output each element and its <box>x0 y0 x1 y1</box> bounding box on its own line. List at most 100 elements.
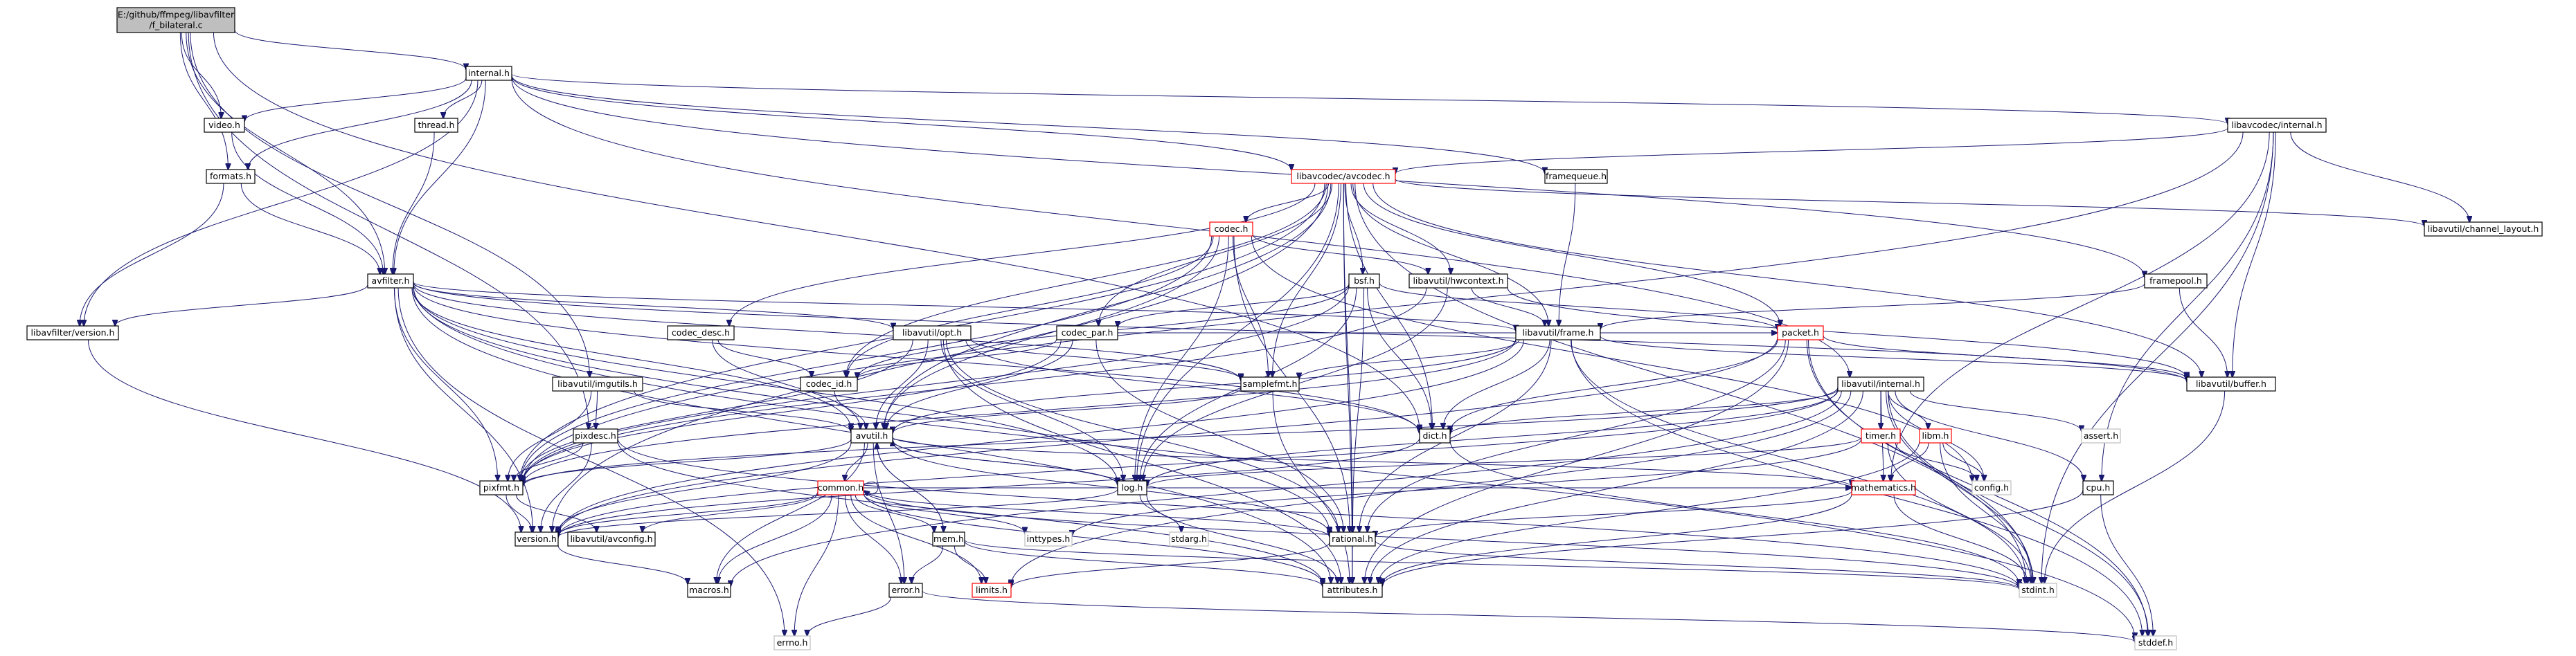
edge-common-to-inttypes <box>863 493 1025 533</box>
node-framequeue[interactable]: framequeue.h <box>1544 169 1608 184</box>
node-root[interactable]: E:/github/ffmpeg/libavfilter/f_bilateral… <box>116 7 235 33</box>
node-bsf[interactable]: bsf.h <box>1348 273 1380 289</box>
node-label: libavutil/hwcontext.h <box>1413 275 1503 286</box>
node-framepool[interactable]: framepool.h <box>2144 273 2208 289</box>
node-mem[interactable]: mem.h <box>932 531 965 547</box>
node-avcodec[interactable]: libavcodec/avcodec.h <box>1291 169 1396 184</box>
node-pixdesc[interactable]: pixdesc.h <box>573 428 618 444</box>
node-avfilter[interactable]: avfilter.h <box>367 273 414 289</box>
edge-root-to-pixdesc <box>188 32 589 429</box>
edge-avutil-to-macros <box>717 442 865 583</box>
edge-avfilter-to-log <box>413 287 1118 484</box>
edge-mem-to-avutil <box>877 443 945 533</box>
edge-samplefmt-to-attributes <box>1272 390 1350 583</box>
edge-thread-to-avfilter <box>393 131 435 274</box>
edge-libm-to-config <box>1942 442 1984 481</box>
edge-lavu_internal-to-version <box>558 389 1839 536</box>
edge-common-to-macros <box>718 494 832 583</box>
edge-avcodec-to-frame <box>1352 183 1549 326</box>
node-common[interactable]: common.h <box>817 480 864 495</box>
node-label: codec_desc.h <box>672 327 730 338</box>
node-cpu[interactable]: cpu.h <box>2082 480 2114 495</box>
node-version[interactable]: version.h <box>515 531 559 547</box>
node-label: inttypes.h <box>1027 534 1071 544</box>
edge-codec-to-hwcontext <box>1252 233 1428 274</box>
node-internal[interactable]: internal.h <box>465 66 512 81</box>
edge-hwcontext-to-frame <box>1471 287 1545 326</box>
node-opt[interactable]: libavutil/opt.h <box>893 325 972 340</box>
edge-error-to-stddef <box>922 590 2135 642</box>
edge-imgutils-to-avutil <box>634 390 851 432</box>
node-label: /f_bilateral.c <box>149 20 202 30</box>
node-macros[interactable]: macros.h <box>687 583 731 598</box>
edge-packet-to-buffer <box>1823 335 2187 379</box>
node-video[interactable]: video.h <box>204 118 245 133</box>
edge-avfilter-to-opt <box>413 282 893 329</box>
node-assert: assert.h <box>2081 428 2121 444</box>
node-codec-desc[interactable]: codec_desc.h <box>667 325 735 340</box>
edge-frame-to-samplefmt <box>1299 339 1520 379</box>
node-label: errno.h <box>777 637 808 648</box>
edge-internal-to-framequeue <box>511 75 1545 174</box>
edge-frame-to-dict <box>1443 339 1550 429</box>
edge-opt-to-dict <box>965 339 1420 432</box>
node-buffer[interactable]: libavutil/buffer.h <box>2186 376 2276 392</box>
edge-avfilter-to-frame <box>413 282 1516 331</box>
edge-error-to-errno <box>807 596 891 636</box>
edge-avcodec-to-avutil <box>884 183 1332 429</box>
node-lavc-internal[interactable]: libavcodec/internal.h <box>2227 118 2327 133</box>
edge-root-to-video <box>181 32 221 118</box>
node-label: avutil.h <box>856 430 888 441</box>
node-label: libavcodec/avcodec.h <box>1296 171 1390 181</box>
edge-version-to-macros <box>557 545 688 584</box>
node-error[interactable]: error.h <box>888 583 923 598</box>
edge-bsf-to-rational <box>1352 287 1365 532</box>
node-label: libavutil/imgutils.h <box>557 379 638 389</box>
node-hwcontext[interactable]: libavutil/hwcontext.h <box>1408 273 1508 289</box>
node-imgutils[interactable]: libavutil/imgutils.h <box>552 376 643 392</box>
node-channel-layout[interactable]: libavutil/channel_layout.h <box>2424 221 2543 237</box>
edge-pixdesc-to-version <box>541 442 592 532</box>
node-samplefmt[interactable]: samplefmt.h <box>1240 376 1300 392</box>
node-limits[interactable]: limits.h <box>972 583 1012 598</box>
edges-layer <box>80 30 2469 641</box>
edge-common-to-version <box>558 491 819 536</box>
node-codec[interactable]: codec.h <box>1209 221 1253 237</box>
node-libm[interactable]: libm.h <box>1919 428 1952 444</box>
edge-avfilter-to-version <box>394 287 533 532</box>
node-rational[interactable]: rational.h <box>1329 531 1376 547</box>
edge-avutil-to-error <box>873 442 904 583</box>
node-dict[interactable]: dict.h <box>1419 428 1451 444</box>
edge-rational-to-stdint <box>1375 540 2019 589</box>
edge-avcodec-to-hwcontext <box>1350 183 1451 274</box>
edge-timer-to-inttypes <box>1072 438 1862 536</box>
edge-lavu_internal-to-pixfmt <box>523 387 1839 486</box>
node-label: avfilter.h <box>372 275 410 286</box>
node-codec-par[interactable]: codec_par.h <box>1056 325 1118 340</box>
node-codec-id[interactable]: codec_id.h <box>800 376 858 392</box>
node-lavu-internal[interactable]: libavutil/internal.h <box>1837 376 1924 392</box>
edge-pixfmt-to-avconfig <box>515 494 596 532</box>
node-timer[interactable]: timer.h <box>1861 428 1901 444</box>
node-formats[interactable]: formats.h <box>206 169 256 184</box>
node-label: mathematics.h <box>1851 482 1916 493</box>
edge-codec_par-to-pixfmt <box>523 339 1062 482</box>
node-frame[interactable]: libavutil/frame.h <box>1515 325 1601 340</box>
node-label: video.h <box>208 120 240 130</box>
node-attributes[interactable]: attributes.h <box>1322 583 1383 598</box>
node-avconfig[interactable]: libavutil/avconfig.h <box>567 531 656 547</box>
edge-frame-to-rational <box>1359 339 1552 532</box>
edge-internal-to-thread <box>443 80 483 118</box>
node-avutil[interactable]: avutil.h <box>850 428 893 444</box>
node-mathematics[interactable]: mathematics.h <box>1851 480 1916 495</box>
node-pixfmt[interactable]: pixfmt.h <box>479 480 524 495</box>
edge-internal-to-lavu_internal <box>511 78 1850 377</box>
node-label: rational.h <box>1332 534 1373 544</box>
node-packet[interactable]: packet.h <box>1777 325 1824 340</box>
edge-common-to-error <box>844 494 901 583</box>
node-log[interactable]: log.h <box>1117 480 1147 495</box>
node-thread[interactable]: thread.h <box>414 118 458 133</box>
edge-opt-to-rational <box>945 339 1338 532</box>
node-lavfi-version[interactable]: libavfilter/version.h <box>26 325 119 340</box>
edge-lavc_internal-to-mathematics <box>1891 131 2270 481</box>
